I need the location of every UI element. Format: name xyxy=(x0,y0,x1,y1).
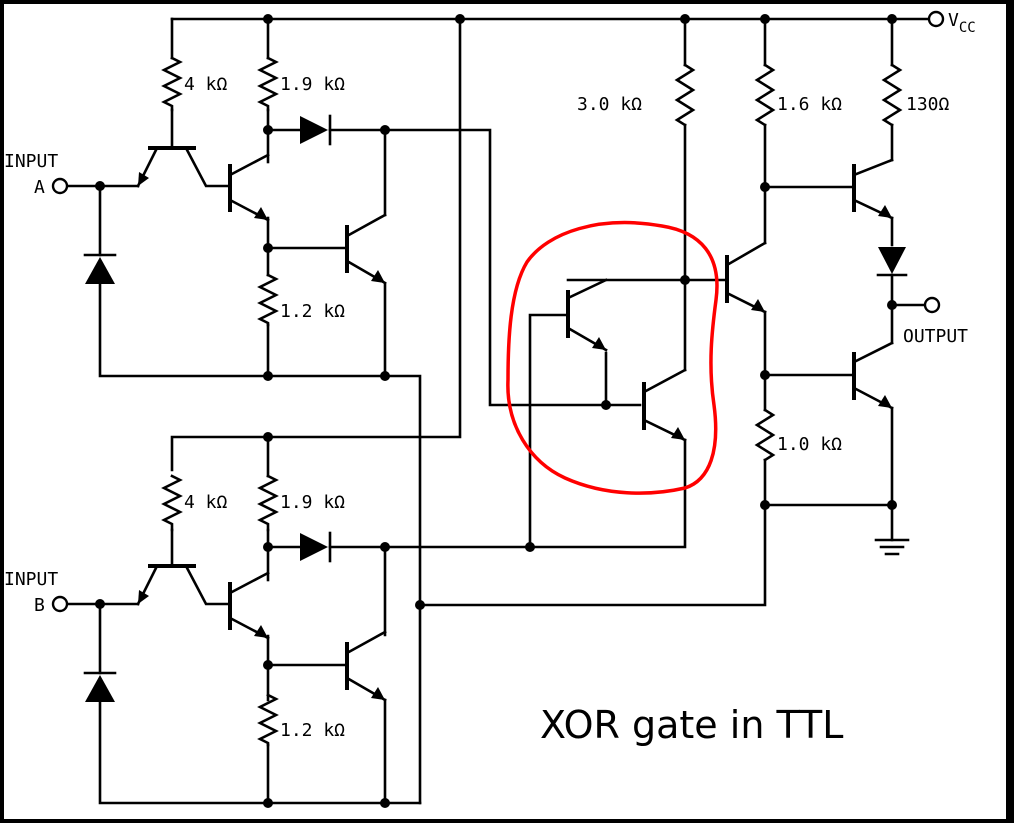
transistor-b-parallel xyxy=(345,630,387,702)
highlight-circle xyxy=(506,220,719,495)
transistor-totem-upper xyxy=(852,158,894,220)
diagram-title: XOR gate in TTL xyxy=(540,703,843,747)
resistor-a-1-2k xyxy=(257,273,279,327)
diode-b-clamp xyxy=(83,671,117,702)
vcc-terminal[interactable] xyxy=(927,10,945,28)
resistor-130 xyxy=(881,63,903,127)
transistor-phase-splitter xyxy=(725,241,767,314)
label-3-0k: 3.0 kΩ xyxy=(577,94,642,115)
schematic-background xyxy=(4,4,1006,819)
label-130: 130Ω xyxy=(906,94,950,115)
output-label: OUTPUT xyxy=(903,326,968,347)
resistor-b-4k xyxy=(161,474,183,532)
label-a-4k: 4 kΩ xyxy=(184,74,228,95)
resistor-a-1-9k xyxy=(257,56,279,112)
label-a-1-9k: 1.9 kΩ xyxy=(280,74,345,95)
resistor-a-4k xyxy=(161,56,183,112)
transistor-a-phase xyxy=(228,153,270,222)
wire-diode-b-to-right xyxy=(328,438,687,549)
resistors xyxy=(161,56,903,747)
label-1-0k: 1.0 kΩ xyxy=(777,434,842,455)
diode-a-series xyxy=(300,114,332,146)
resistor-3-0k xyxy=(674,63,696,127)
diode-a-clamp xyxy=(83,253,117,284)
diode-output xyxy=(876,247,908,277)
input-b-label-line2: B xyxy=(34,595,45,616)
transistor-xor-right xyxy=(642,368,687,442)
transistor-a-parallel xyxy=(345,213,387,285)
resistor-b-1-2k xyxy=(257,693,279,747)
label-1-6k: 1.6 kΩ xyxy=(777,94,842,115)
wire-diode-a-to-right xyxy=(328,128,642,407)
diodes xyxy=(83,114,908,702)
label-b-1-9k: 1.9 kΩ xyxy=(280,492,345,513)
input-a-label-line1: INPUT xyxy=(4,151,58,172)
label-b-4k: 4 kΩ xyxy=(184,492,228,513)
input-b-label-line1: INPUT xyxy=(4,569,58,590)
label-b-1-2k: 1.2 kΩ xyxy=(280,720,345,741)
output-terminal[interactable] xyxy=(923,296,941,314)
vcc-rail-to-section-b xyxy=(170,17,462,472)
transistor-a-input xyxy=(136,146,230,188)
terminals xyxy=(51,10,945,613)
ground-symbol xyxy=(874,538,910,556)
transistors xyxy=(136,146,894,702)
input-b-terminal[interactable] xyxy=(51,595,69,613)
input-a-terminal[interactable] xyxy=(51,177,69,195)
junction-dots xyxy=(95,14,897,808)
diode-b-series xyxy=(300,531,332,563)
vcc-label: VCC xyxy=(948,10,976,36)
labels: VCC INPUT A INPUT B OUTPUT 4 kΩ 1.9 kΩ 1… xyxy=(4,10,976,747)
label-a-1-2k: 1.2 kΩ xyxy=(280,301,345,322)
transistor-xor-left xyxy=(566,278,608,352)
transistor-b-phase xyxy=(228,571,270,640)
resistor-b-1-9k xyxy=(257,474,279,532)
wire-section-a-emitter-bus xyxy=(383,374,422,805)
transistor-b-input xyxy=(136,564,230,606)
resistor-1-6k xyxy=(754,63,776,127)
resistor-1-0k xyxy=(754,408,776,462)
transistor-totem-lower xyxy=(852,341,894,410)
input-a-label-line2: A xyxy=(34,177,45,198)
